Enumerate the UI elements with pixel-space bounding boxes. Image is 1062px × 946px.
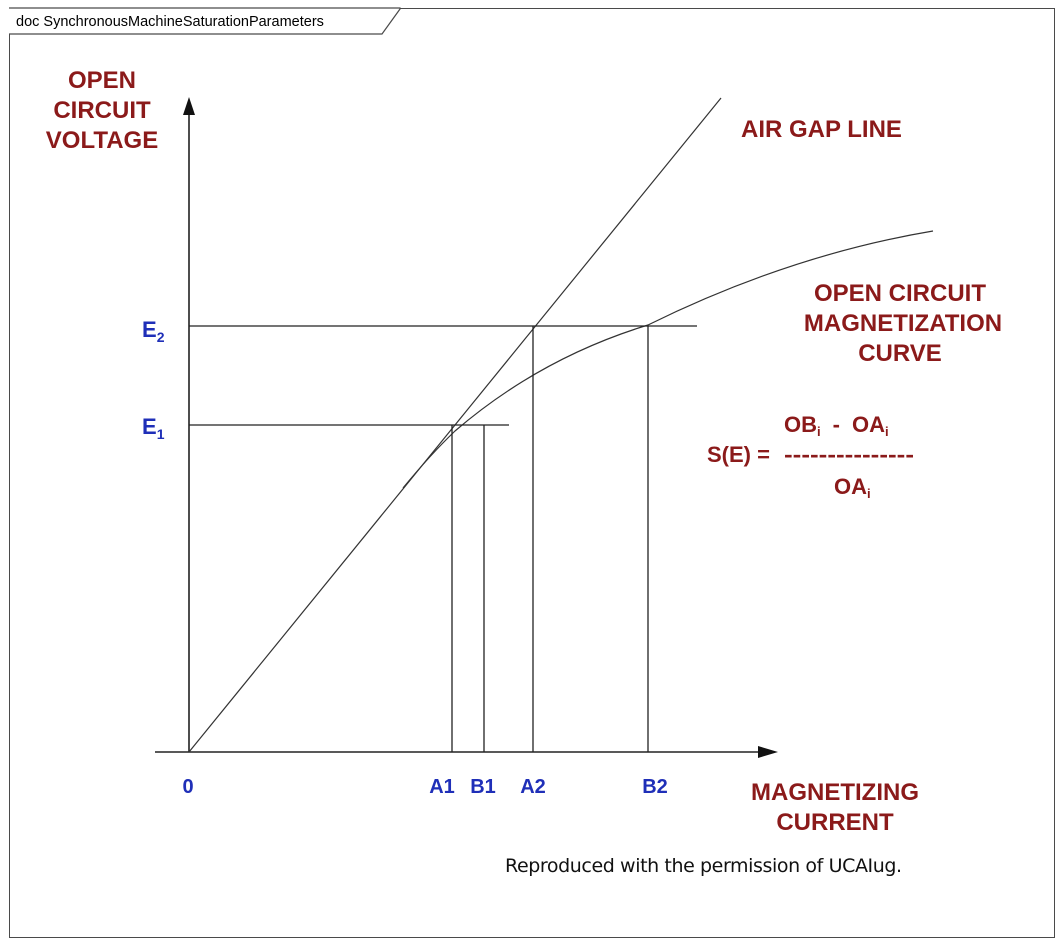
formula-lhs: S(E) = bbox=[707, 442, 770, 467]
x-tick-0: 0 bbox=[182, 776, 193, 798]
x-axis-arrow bbox=[758, 746, 778, 758]
x-axis-title-line-1: MAGNETIZING bbox=[751, 779, 919, 806]
oc-magnetization-curve bbox=[402, 230, 934, 489]
x-tick-a1: A1 bbox=[429, 776, 455, 798]
x-tick-b1: B1 bbox=[470, 776, 496, 798]
y-axis-title-line-2: CIRCUIT bbox=[53, 97, 151, 124]
formula-numerator: OBi-OAi bbox=[784, 412, 889, 439]
permission-caption: Reproduced with the permission of UCAIug… bbox=[505, 855, 902, 877]
x-axis-title-line-2: CURRENT bbox=[776, 809, 894, 836]
y-axis-title-line-1: OPEN bbox=[68, 67, 136, 94]
oc-curve-label-line-2: MAGNETIZATION bbox=[804, 310, 1002, 337]
formula-bar: --------------- bbox=[784, 442, 914, 467]
frame-title-tab: doc SynchronousMachineSaturationParamete… bbox=[9, 7, 401, 35]
y-tick-e2: E2 bbox=[142, 317, 165, 345]
y-axis-title-line-3: VOLTAGE bbox=[46, 127, 158, 154]
frame-title: doc SynchronousMachineSaturationParamete… bbox=[16, 14, 324, 30]
formula-denominator: OAi bbox=[834, 474, 871, 501]
x-tick-b2: B2 bbox=[642, 776, 668, 798]
air-gap-label: AIR GAP LINE bbox=[741, 116, 902, 143]
y-tick-e1: E1 bbox=[142, 414, 165, 442]
saturation-formula: OBi-OAi S(E) = --------------- OAi bbox=[707, 412, 914, 501]
diagram-frame bbox=[9, 8, 1055, 938]
oc-curve-label-line-3: CURVE bbox=[858, 340, 942, 367]
x-tick-a2: A2 bbox=[520, 776, 546, 798]
oc-curve-label-line-1: OPEN CIRCUIT bbox=[814, 280, 986, 307]
y-axis-arrow bbox=[183, 97, 195, 115]
